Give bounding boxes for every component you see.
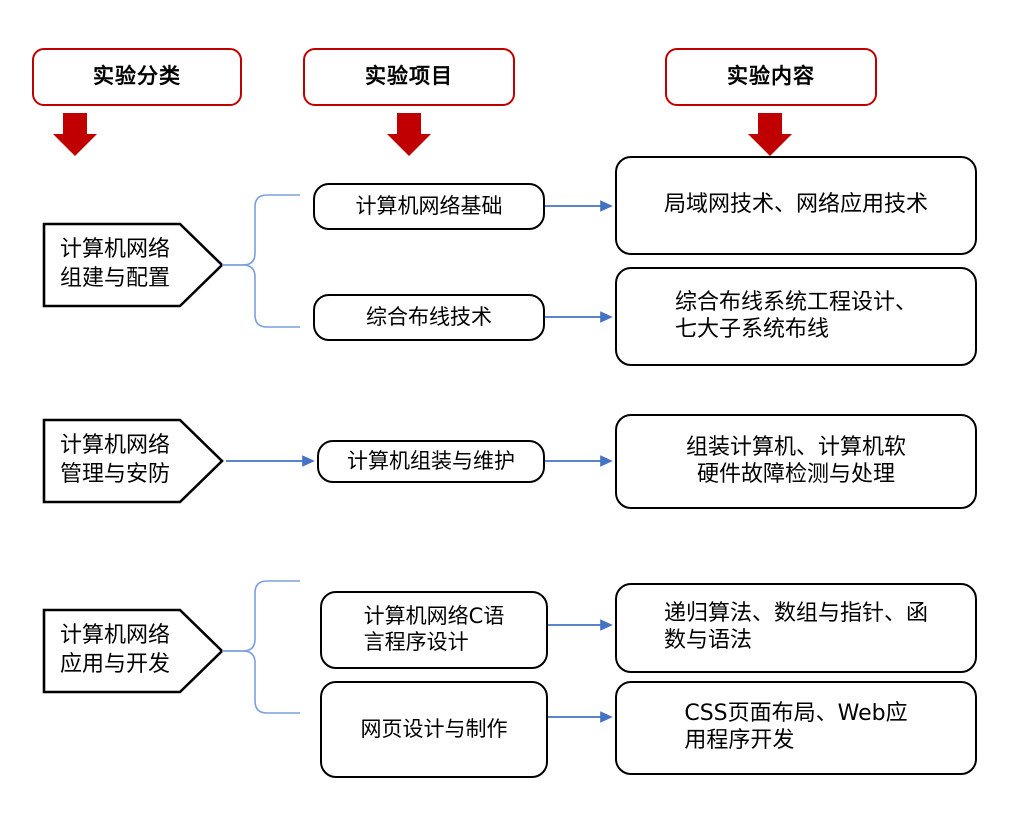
project-label-c-language: 计算机网络C语 言程序设计 (363, 604, 505, 654)
content-box-computer-assembly[interactable]: 组装计算机、计算机软 硬件故障检测与处理 (615, 414, 977, 509)
category-label-group-3: 计算机网络 应用与开发 (60, 623, 171, 677)
project-label-structured-cabling: 综合布线技术 (366, 304, 492, 329)
content-box-web-design[interactable]: CSS页面布局、Web应 用程序开发 (615, 681, 977, 775)
content-label-network-basics: 局域网技术、网络应用技术 (663, 192, 928, 218)
header-pill-content[interactable]: 实验内容 (665, 48, 877, 106)
project-label-network-basics: 计算机网络基础 (355, 193, 503, 218)
project-label-computer-assembly: 计算机组装与维护 (347, 448, 515, 473)
content-label-web-design: CSS页面布局、Web应 用程序开发 (684, 701, 908, 753)
brace-connector-group-1b (222, 264, 300, 328)
arrow-down-category-icon (53, 113, 97, 156)
project-box-network-basics[interactable]: 计算机网络基础 (313, 183, 545, 230)
content-box-structured-cabling[interactable]: 综合布线系统工程设计、 七大子系统布线 (615, 267, 977, 366)
project-box-computer-assembly[interactable]: 计算机组装与维护 (317, 440, 545, 483)
content-box-network-basics[interactable]: 局域网技术、网络应用技术 (615, 156, 977, 255)
brace-connector-group-1 (222, 194, 300, 266)
project-box-c-language[interactable]: 计算机网络C语 言程序设计 (320, 591, 548, 669)
content-box-c-language[interactable]: 递归算法、数组与指针、函 数与语法 (615, 583, 977, 673)
project-box-web-design[interactable]: 网页设计与制作 (320, 681, 548, 778)
header-label-category: 实验分类 (93, 64, 181, 89)
header-label-content: 实验内容 (727, 64, 815, 89)
content-label-computer-assembly: 组装计算机、计算机软 硬件故障检测与处理 (685, 434, 906, 487)
header-pill-category[interactable]: 实验分类 (32, 48, 242, 106)
brace-connector-group-3 (222, 580, 300, 652)
project-box-structured-cabling[interactable]: 综合布线技术 (313, 294, 545, 341)
content-label-structured-cabling: 综合布线系统工程设计、 七大子系统布线 (674, 289, 917, 342)
arrow-down-content-icon (748, 113, 792, 156)
category-label-group-1: 计算机网络 组建与配置 (60, 237, 171, 291)
brace-connector-group-3b (222, 650, 300, 714)
header-pill-project[interactable]: 实验项目 (303, 48, 515, 106)
project-label-web-design: 网页设计与制作 (360, 716, 508, 741)
content-label-c-language: 递归算法、数组与指针、函 数与语法 (663, 601, 928, 653)
arrow-down-project-icon (387, 113, 431, 156)
header-label-project: 实验项目 (365, 64, 453, 89)
category-label-group-2: 计算机网络 管理与安防 (60, 433, 171, 487)
